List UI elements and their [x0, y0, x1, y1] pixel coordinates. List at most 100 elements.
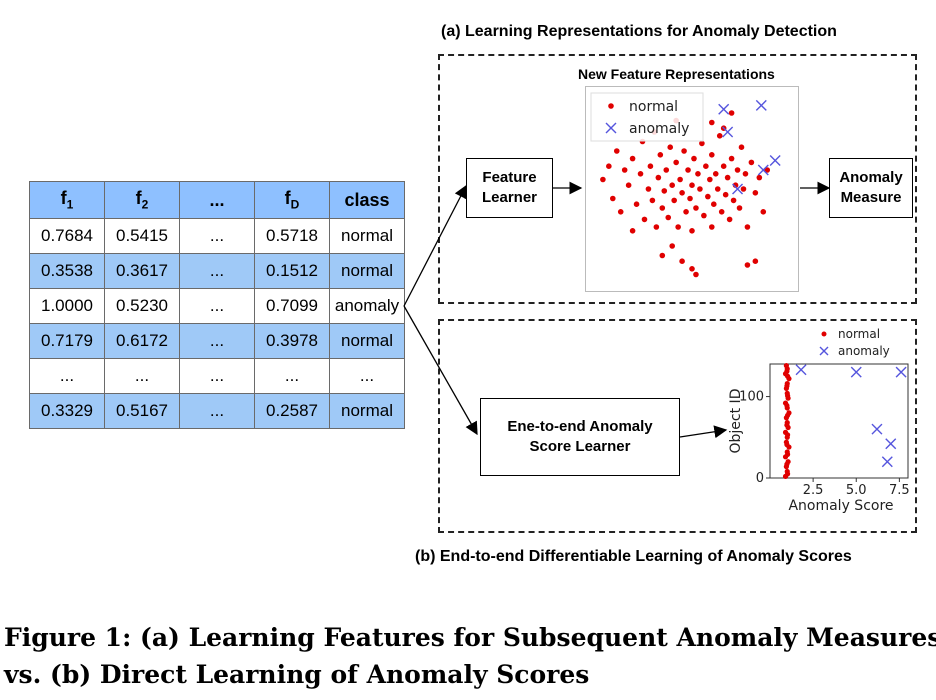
data-point-normal: [681, 148, 687, 154]
table-cell: ...: [179, 323, 255, 359]
data-point-normal: [697, 186, 703, 192]
header-ellipsis: ...: [179, 181, 255, 219]
data-point-normal: [748, 159, 755, 166]
data-point-normal: [728, 155, 735, 162]
table-cell: 0.5230: [104, 288, 180, 324]
data-point-normal: [752, 258, 759, 264]
data-point-normal: [677, 176, 683, 183]
panel-b-title: (b) End-to-end Differentiable Learning o…: [415, 548, 852, 565]
legend-marker-anomaly: [819, 346, 829, 356]
data-point-normal: [784, 451, 791, 457]
data-point-normal: [756, 174, 763, 181]
x-axis-label: Anomaly Score: [788, 498, 893, 514]
data-point-normal: [712, 171, 719, 177]
panel-a-title: (a) Learning Representations for Anomaly…: [441, 23, 837, 40]
data-point-normal: [657, 152, 664, 158]
data-point-normal: [709, 152, 715, 158]
data-point-normal: [720, 163, 727, 169]
data-point-normal: [689, 228, 695, 234]
data-point-normal: [689, 182, 695, 188]
data-point-anomaly: [895, 366, 907, 378]
data-point-anomaly: [757, 164, 769, 176]
data-point-normal: [744, 262, 751, 268]
plot-a-title: New Feature Representations: [578, 66, 775, 82]
table-cell: 0.1512: [254, 253, 330, 289]
table-cell: ...: [329, 358, 405, 394]
data-point-normal: [784, 461, 790, 467]
data-point-normal: [629, 228, 636, 234]
data-point-normal: [679, 258, 685, 264]
data-point-normal: [784, 432, 791, 438]
data-point-normal: [718, 209, 725, 215]
legend-label-anomaly: anomaly: [629, 121, 689, 137]
data-point-normal: [707, 176, 713, 183]
score-learner-label: Ene-to-end Anomaly Score Learner: [507, 418, 653, 455]
data-point-normal: [679, 190, 685, 196]
data-point-normal: [687, 195, 693, 202]
arrow-table-to-score-learner: [403, 305, 478, 436]
data-point-normal: [663, 167, 670, 173]
y-tick-label: 100: [739, 390, 764, 405]
table-cell: ...: [179, 288, 255, 324]
data-point-normal: [669, 243, 675, 249]
data-point-normal: [689, 266, 695, 272]
data-point-normal: [693, 205, 699, 211]
table-cell: 0.6172: [104, 323, 180, 359]
table-cell: 0.2587: [254, 393, 330, 429]
x-tick-label: 5.0: [846, 483, 867, 498]
data-point-normal: [641, 216, 648, 223]
data-point-normal: [701, 212, 707, 219]
panel-b-frame: [438, 319, 917, 533]
panel-a-frame: [438, 54, 917, 304]
data-point-anomaly: [769, 155, 781, 166]
data-point-anomaly: [732, 183, 744, 195]
data-point-normal: [764, 167, 771, 173]
data-point-anomaly: [885, 438, 897, 450]
arrow-score-learner-to-plot: [679, 425, 728, 439]
header-f1: f1: [29, 181, 105, 219]
data-point-normal: [738, 144, 745, 150]
data-point-normal: [693, 271, 699, 278]
data-point-normal: [667, 144, 674, 150]
data-point-normal: [653, 224, 660, 230]
data-point-normal: [610, 195, 616, 202]
data-point-anomaly: [795, 364, 807, 376]
data-point-normal: [683, 209, 689, 215]
data-point-normal: [645, 186, 652, 192]
data-point-normal: [783, 363, 789, 369]
legend-label-anomaly: anomaly: [838, 344, 890, 358]
data-point-normal: [669, 182, 675, 188]
plot-a-legend-box: [590, 92, 704, 142]
data-point-normal: [655, 174, 662, 181]
data-point-normal: [673, 159, 679, 166]
data-point-normal: [629, 155, 636, 162]
data-point-normal: [726, 216, 733, 223]
anomaly-measure-label: Anomaly Measure: [839, 169, 903, 206]
data-point-normal: [709, 224, 715, 230]
data-point-normal: [647, 163, 654, 169]
data-point-normal: [784, 412, 791, 418]
data-point-normal: [709, 119, 715, 126]
data-point-normal: [784, 393, 791, 399]
legend-marker-anomaly: [605, 122, 617, 134]
feature-learner-box: Feature Learner: [466, 158, 553, 218]
table-header-row: f1 f2 ... fD class: [29, 181, 405, 219]
table-cell: normal: [329, 218, 405, 254]
data-point-normal: [784, 422, 790, 428]
table-cell: 0.5167: [104, 393, 180, 429]
data-point-anomaly: [718, 103, 730, 115]
data-point-normal: [659, 205, 666, 211]
data-point-normal: [784, 373, 791, 379]
table-cell: 0.3538: [29, 253, 105, 289]
score-learner-box: Ene-to-end Anomaly Score Learner: [480, 398, 680, 476]
data-point-normal: [606, 163, 612, 169]
table-cell: ...: [179, 253, 255, 289]
data-point-normal: [625, 182, 632, 188]
